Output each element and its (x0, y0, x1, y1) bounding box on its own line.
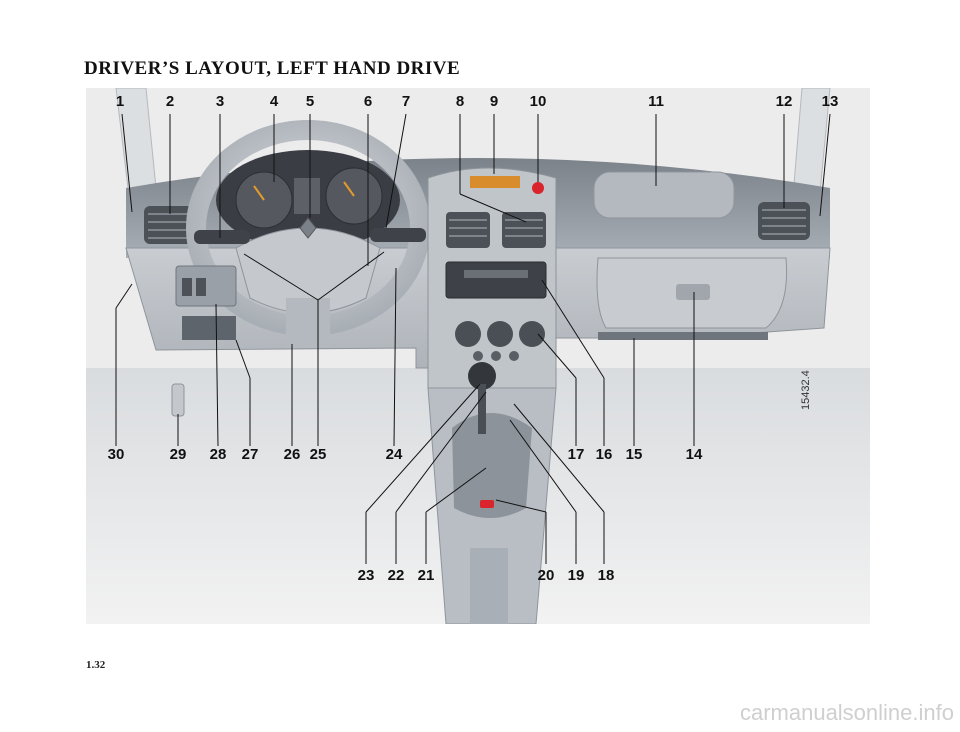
hazard-button (532, 182, 544, 194)
callout-18: 18 (597, 567, 615, 584)
callout-27: 27 (241, 446, 259, 463)
callout-24: 24 (385, 446, 403, 463)
leader-lines (115, 113, 831, 564)
page-title: DRIVER’S LAYOUT, LEFT HAND DRIVE (84, 58, 461, 79)
callout-30: 30 (107, 446, 125, 463)
callout-4: 4 (269, 93, 279, 110)
callout-17: 17 (567, 446, 585, 463)
left-stalk (194, 230, 250, 244)
callout-5: 5 (305, 93, 315, 110)
left-side-vent (144, 206, 196, 244)
callout-16: 16 (595, 446, 613, 463)
clock-display (470, 176, 520, 188)
callout-9: 9 (489, 93, 499, 110)
callout-23: 23 (357, 567, 375, 584)
callout-1: 1 (115, 93, 125, 110)
callout-6: 6 (363, 93, 373, 110)
page-number: 1.32 (86, 659, 106, 671)
callout-15: 15 (625, 446, 643, 463)
gear-knob (468, 362, 496, 390)
callout-29: 29 (169, 446, 187, 463)
airbag-panel (593, 171, 735, 219)
callout-20: 20 (537, 567, 555, 584)
callout-11: 11 (648, 93, 664, 110)
callout-14: 14 (685, 446, 703, 463)
right-stalk (370, 228, 426, 242)
callout-7: 7 (401, 93, 411, 110)
callout-28: 28 (209, 446, 227, 463)
callout-2: 2 (165, 93, 175, 110)
dashboard-illustration (86, 88, 870, 624)
dashboard-drawing (86, 88, 870, 624)
watermark: carmanualsonline.info (739, 700, 954, 725)
figure-reference-code: 15432.4 (800, 370, 812, 410)
radio (445, 261, 547, 299)
callout-13: 13 (821, 93, 839, 110)
callout-8: 8 (455, 93, 465, 110)
callout-21: 21 (417, 567, 435, 584)
callout-12: 12 (775, 93, 793, 110)
callout-26: 26 (283, 446, 301, 463)
gear-boot (452, 413, 532, 518)
right-side-vent (758, 202, 810, 240)
callout-10: 10 (529, 93, 547, 110)
callout-19: 19 (567, 567, 585, 584)
callout-22: 22 (387, 567, 405, 584)
callout-25: 25 (309, 446, 327, 463)
callout-3: 3 (215, 93, 225, 110)
